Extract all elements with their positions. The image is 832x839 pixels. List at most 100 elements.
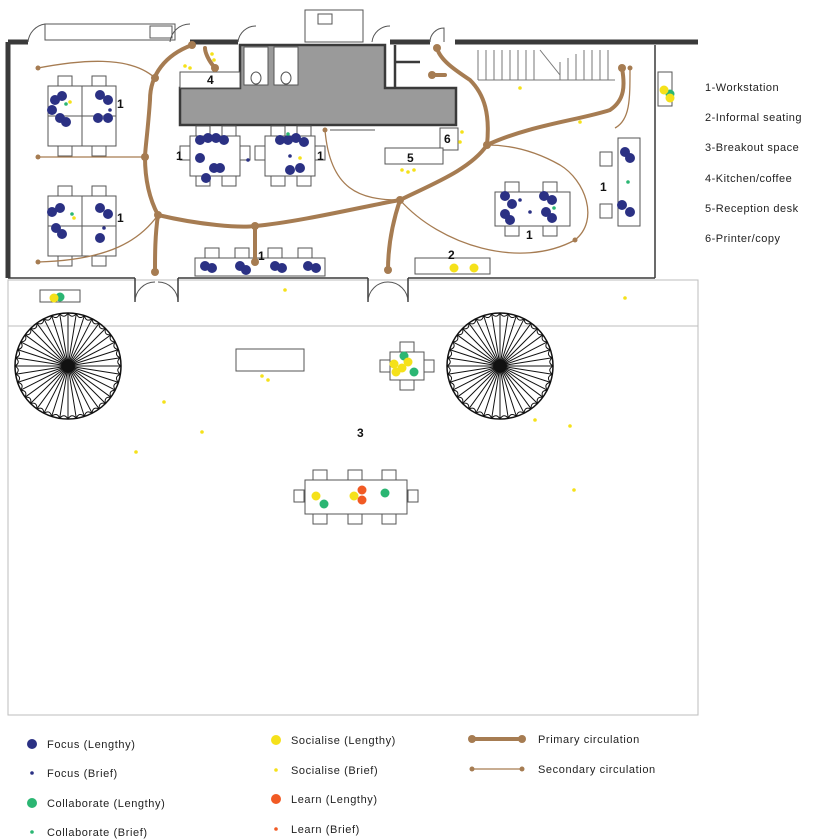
socialise-brief-dot [188, 66, 192, 70]
legend: Focus (Lengthy) Focus (Brief) Collaborat… [27, 734, 656, 839]
area-labels: 1 1 1 1 1 1 1 2 3 4 5 6 [117, 73, 607, 440]
socialise-brief-dot [162, 400, 166, 404]
chair [267, 247, 283, 259]
learn-lengthy-dot [357, 495, 367, 505]
focus-lengthy-dot [103, 95, 113, 105]
focus-lengthy-dot [93, 113, 103, 123]
chair [221, 125, 237, 137]
legend-primary-circulation: Primary circulation [538, 734, 640, 746]
chair [296, 125, 312, 137]
chair [204, 247, 220, 259]
socialise-lengthy-dot [311, 491, 321, 501]
area-label: 1 [526, 228, 533, 242]
collaborate-brief-dot [286, 132, 290, 136]
socialise-brief-dot [72, 216, 76, 220]
chair [91, 185, 107, 197]
socialise-brief-dot [458, 140, 462, 144]
focus-lengthy-dot [95, 233, 105, 243]
area-label: 1 [117, 211, 124, 225]
legend-collaborate-lengthy-swatch [27, 798, 37, 808]
chair [504, 181, 520, 193]
tree-branches [15, 313, 121, 419]
socialise-lengthy-dot [659, 85, 669, 95]
key-reception-desk: 5-Reception desk [705, 203, 799, 215]
focus-lengthy-dot [275, 135, 285, 145]
focus-lengthy-dot [295, 163, 305, 173]
chair [347, 513, 363, 525]
socialise-lengthy-dot [49, 293, 59, 303]
focus-lengthy-dot [507, 199, 517, 209]
legend-socialise-lengthy: Socialise (Lengthy) [291, 735, 396, 747]
focus-lengthy-dot [277, 263, 287, 273]
chair [57, 185, 73, 197]
focus-lengthy-dot [47, 207, 57, 217]
legend-learn-brief-swatch [274, 827, 278, 831]
trees [14, 312, 554, 420]
chair [399, 341, 415, 353]
space-key: 1-Workstation 2-Informal seating 3-Break… [705, 82, 802, 245]
focus-lengthy-dot [303, 261, 313, 271]
socialise-brief-dot [533, 418, 537, 422]
focus-brief-dot [102, 226, 106, 230]
legend-focus-brief: Focus (Brief) [47, 768, 118, 780]
key-printer-copy: 6-Printer/copy [705, 233, 780, 245]
area-label: 1 [117, 97, 124, 111]
collaborate-brief-dot [64, 102, 68, 106]
stairs [477, 49, 615, 81]
socialise-brief-dot [212, 58, 216, 62]
collaborate-brief-dot [70, 212, 74, 216]
legend-focus-brief-swatch [30, 771, 34, 775]
legend-collaborate-lengthy: Collaborate (Lengthy) [47, 798, 165, 810]
focus-lengthy-dot [103, 209, 113, 219]
key-kitchen-coffee: 4-Kitchen/coffee [705, 173, 792, 185]
breakout-boundary [7, 279, 699, 716]
legend-learn-lengthy: Learn (Lengthy) [291, 794, 378, 806]
legend-secondary-circulation: Secondary circulation [538, 764, 656, 776]
socialise-brief-dot [68, 100, 72, 104]
key-breakout-space: 3-Breakout space [705, 142, 799, 154]
focus-lengthy-dot [57, 91, 67, 101]
chair [91, 255, 107, 267]
chair [270, 175, 286, 187]
chair [407, 489, 419, 503]
circulation-nodes [35, 41, 633, 276]
focus-brief-dot [108, 108, 112, 112]
focus-lengthy-dot [195, 135, 205, 145]
area-label: 4 [207, 73, 214, 87]
chair [234, 247, 250, 259]
kitchen-counter [179, 71, 241, 89]
focus-lengthy-dot [207, 263, 217, 273]
reception-desk [384, 147, 444, 165]
focus-lengthy-dot [547, 213, 557, 223]
chair [399, 379, 415, 391]
chair [91, 145, 107, 157]
legend-focus-lengthy-swatch [27, 739, 37, 749]
chair [57, 145, 73, 157]
focus-lengthy-dot [617, 200, 627, 210]
desk [194, 257, 326, 277]
chair [381, 513, 397, 525]
focus-lengthy-dot [539, 191, 549, 201]
chair [296, 175, 312, 187]
socialise-lengthy-dot [469, 263, 479, 273]
socialise-brief-dot [298, 156, 302, 160]
socialise-brief-dot [568, 424, 572, 428]
chair [270, 125, 286, 137]
socialise-brief-dot [210, 52, 214, 56]
socialise-brief-dot [200, 430, 204, 434]
focus-lengthy-dot [201, 173, 211, 183]
focus-lengthy-dot [203, 133, 213, 143]
socialise-lengthy-dot [389, 359, 399, 369]
legend-learn-lengthy-swatch [271, 794, 281, 804]
legend-collaborate-brief-swatch [30, 830, 34, 834]
socialise-lengthy-dot [349, 491, 359, 501]
socialise-lengthy-dot [403, 357, 413, 367]
focus-lengthy-dot [219, 135, 229, 145]
chair [179, 145, 191, 161]
focus-lengthy-dot [95, 90, 105, 100]
focus-lengthy-dot [283, 135, 293, 145]
collaborate-lengthy-dot [409, 367, 419, 377]
doors [27, 23, 445, 303]
focus-lengthy-dot [47, 105, 57, 115]
focus-lengthy-dot [625, 207, 635, 217]
